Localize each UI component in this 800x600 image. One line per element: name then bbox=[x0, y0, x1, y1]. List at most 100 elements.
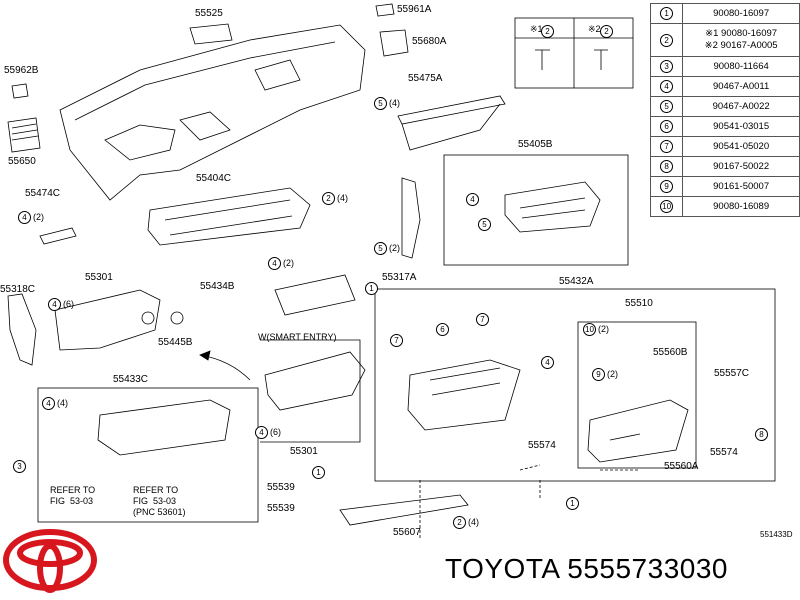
part-55317a-shape bbox=[401, 177, 421, 259]
label-55680a: 55680A bbox=[412, 36, 447, 47]
parts-table-row: 5 90467-A0022 bbox=[649, 96, 800, 117]
parts-table-num-circle: 3 bbox=[660, 60, 674, 73]
parts-table-num-circle: 5 bbox=[660, 100, 674, 113]
label-55557c: 55557C bbox=[714, 368, 750, 379]
parts-table-num: 5 bbox=[649, 96, 684, 117]
inset-callout-2: 2 bbox=[600, 25, 613, 38]
parts-table-num-circle: 2 bbox=[660, 33, 674, 47]
label-smart-entry: W(SMART ENTRY) bbox=[258, 332, 337, 342]
callout-1: 1 bbox=[566, 497, 579, 510]
label-55405b: 55405B bbox=[518, 139, 553, 150]
label-55301-lower: 55301 bbox=[290, 446, 318, 457]
diagram-code: 551433D bbox=[760, 530, 793, 539]
part-55650-shape bbox=[7, 117, 41, 153]
parts-table-row: 7 90541-05020 bbox=[649, 136, 800, 157]
part-55433c-frame bbox=[37, 387, 259, 523]
parts-table-part-number: 90467-A0022 bbox=[682, 96, 800, 117]
callout-qty: (2) bbox=[607, 369, 618, 379]
callout-qty: (2) bbox=[283, 258, 294, 268]
parts-table-part-number: 90541-03015 bbox=[682, 116, 800, 137]
callout-4: 4 bbox=[255, 426, 268, 439]
callout-qty: (2) bbox=[33, 212, 44, 222]
part-55475a-shape bbox=[397, 95, 506, 125]
parts-table-num: 1 bbox=[649, 3, 684, 24]
label-refer-2: REFER TO FIG 53-03 (PNC 53601) bbox=[133, 485, 186, 517]
label-55607: 55607 bbox=[393, 527, 421, 538]
callout-qty: (4) bbox=[468, 517, 479, 527]
callout-8: 8 bbox=[755, 428, 768, 441]
callout-4: 4 bbox=[48, 298, 61, 311]
parts-table-part-number: 90467-A0011 bbox=[682, 76, 800, 97]
label-55962b: 55962B bbox=[4, 65, 39, 76]
parts-table-part-number: 90161-50007 bbox=[682, 176, 800, 197]
inset-mark-2: ※2 bbox=[588, 24, 601, 34]
parts-table-part-number: 90541-05020 bbox=[682, 136, 800, 157]
callout-qty: (6) bbox=[270, 427, 281, 437]
callout-5: 5 bbox=[374, 97, 387, 110]
callout-qty: (4) bbox=[389, 98, 400, 108]
parts-table-num-circle: 7 bbox=[660, 140, 674, 153]
part-55525-shape bbox=[189, 23, 233, 45]
label-55560b: 55560B bbox=[653, 347, 688, 358]
parts-table-num-circle: 10 bbox=[660, 200, 674, 213]
inset-callout-2: 2 bbox=[541, 25, 554, 38]
part-55680a-shape bbox=[379, 29, 409, 57]
callout-4: 4 bbox=[466, 193, 479, 206]
parts-table-num-circle: 9 bbox=[660, 180, 674, 193]
part-55962b-shape bbox=[11, 83, 29, 99]
parts-table-num: 3 bbox=[649, 56, 684, 77]
part-55405b-frame bbox=[443, 154, 629, 266]
parts-table-num-circle: 6 bbox=[660, 120, 674, 133]
parts-table-row: 10 90080-16089 bbox=[649, 196, 800, 217]
label-55474c: 55474C bbox=[25, 188, 61, 199]
label-refer-1: REFER TO FIG 53-03 bbox=[50, 485, 96, 506]
callout-1: 1 bbox=[365, 282, 378, 295]
label-55434b: 55434B bbox=[200, 281, 235, 292]
parts-table-num-circle: 4 bbox=[660, 80, 674, 93]
parts-table-num: 2 bbox=[649, 23, 684, 57]
callout-5: 5 bbox=[478, 218, 491, 231]
parts-table-part-number: 90080-11664 bbox=[682, 56, 800, 77]
callout-qty: (2) bbox=[389, 243, 400, 253]
part-55510-frame bbox=[577, 321, 697, 469]
parts-table-row: 9 90161-50007 bbox=[649, 176, 800, 197]
label-55445b: 55445B bbox=[158, 337, 193, 348]
callout-qty: (4) bbox=[337, 193, 348, 203]
label-55539-a: 55539 bbox=[267, 482, 295, 493]
callout-7: 7 bbox=[476, 313, 489, 326]
part-55434b-shape bbox=[274, 274, 356, 316]
callout-1: 1 bbox=[312, 466, 325, 479]
label-55574-b: 55574 bbox=[710, 447, 738, 458]
label-55301-upper: 55301 bbox=[85, 272, 113, 283]
label-55560a: 55560A bbox=[664, 461, 699, 472]
part-55961a-shape bbox=[375, 3, 395, 17]
parts-table-num: 6 bbox=[649, 116, 684, 137]
callout-7: 7 bbox=[390, 334, 403, 347]
parts-table-num: 4 bbox=[649, 76, 684, 97]
label-55432a: 55432A bbox=[559, 276, 594, 287]
part-55432a-frame bbox=[374, 288, 776, 482]
parts-table-num: 9 bbox=[649, 176, 684, 197]
callout-5: 5 bbox=[374, 242, 387, 255]
label-55475a: 55475A bbox=[408, 73, 443, 84]
parts-table-num: 10 bbox=[649, 196, 684, 217]
callout-3: 3 bbox=[13, 460, 26, 473]
parts-table-num-circle: 8 bbox=[660, 160, 674, 173]
parts-table-num: 7 bbox=[649, 136, 684, 157]
label-55433c: 55433C bbox=[113, 374, 149, 385]
label-55539-b: 55539 bbox=[267, 503, 295, 514]
callout-2: 2 bbox=[322, 192, 335, 205]
part-55445b-shape bbox=[170, 311, 184, 325]
label-55525: 55525 bbox=[195, 8, 223, 19]
callout-4: 4 bbox=[268, 257, 281, 270]
smart-entry-frame bbox=[260, 339, 361, 443]
dashboard-panel bbox=[59, 24, 366, 201]
parts-table-part-number: 90080-16089 bbox=[682, 196, 800, 217]
label-55650: 55650 bbox=[8, 156, 36, 167]
part-55318c-shape bbox=[7, 293, 37, 366]
part-55474c-shape bbox=[39, 227, 77, 245]
toyota-logo bbox=[3, 529, 97, 593]
